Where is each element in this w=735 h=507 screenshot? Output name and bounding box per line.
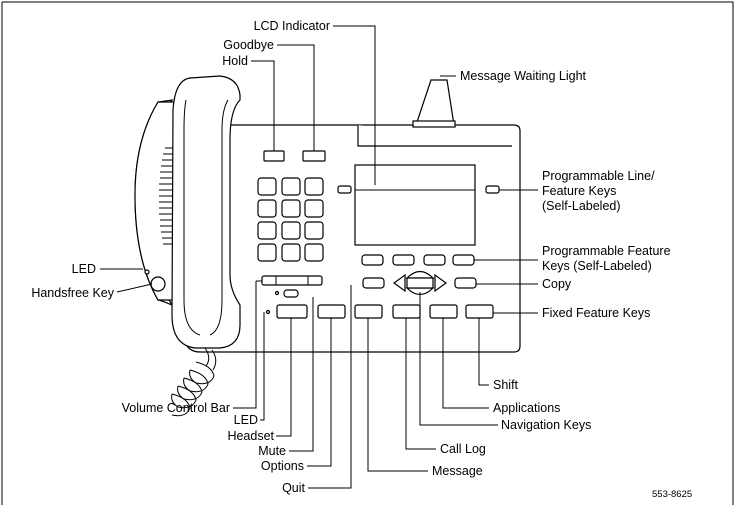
label-programmable-feature-2: Keys (Self-Labeled): [542, 259, 652, 273]
nav-center: [406, 277, 434, 289]
programmable-line-key-right[interactable]: [485, 185, 500, 194]
label-headset: Headset: [227, 429, 274, 443]
figure-id: 553-8625: [652, 489, 692, 500]
label-programmable-line-2: Feature Keys: [542, 184, 616, 198]
hold-key[interactable]: [263, 150, 285, 162]
dialpad-key[interactable]: [281, 199, 301, 218]
label-lcd-indicator: LCD Indicator: [254, 19, 330, 33]
label-goodbye: Goodbye: [223, 38, 274, 52]
dialpad-key[interactable]: [257, 243, 277, 262]
mute-key[interactable]: [276, 304, 308, 319]
dialpad-key[interactable]: [304, 243, 324, 262]
dialpad-key[interactable]: [257, 221, 277, 240]
dialpad-key[interactable]: [281, 177, 301, 196]
message-key[interactable]: [354, 304, 383, 319]
label-message: Message: [432, 464, 483, 478]
label-copy: Copy: [542, 277, 572, 291]
lcd-display: [354, 164, 476, 246]
label-options: Options: [261, 459, 304, 473]
handsfree-key[interactable]: [150, 276, 166, 292]
navigation-keys[interactable]: [392, 270, 448, 296]
label-navigation-keys: Navigation Keys: [501, 418, 591, 432]
dialpad-key[interactable]: [304, 199, 324, 218]
nav-right-key[interactable]: [434, 273, 448, 293]
label-fixed-feature-keys: Fixed Feature Keys: [542, 306, 650, 320]
handset: [171, 75, 241, 349]
options-key[interactable]: [317, 304, 346, 319]
handset-cord: [171, 347, 217, 417]
programmable-line-key-left[interactable]: [337, 185, 352, 194]
label-shift: Shift: [493, 378, 519, 392]
label-volume-control-bar: Volume Control Bar: [122, 401, 230, 415]
dialpad-key[interactable]: [257, 177, 277, 196]
dialpad-key[interactable]: [257, 199, 277, 218]
dialpad-key[interactable]: [281, 221, 301, 240]
led-indicator-mute: [265, 309, 271, 315]
quit-nav-row-key[interactable]: [362, 277, 385, 289]
callout-labels: LCD Indicator Goodbye Hold Message Waiti…: [31, 19, 692, 500]
label-programmable-feature-1: Programmable Feature: [542, 244, 671, 258]
message-waiting-light-lens: [412, 120, 456, 128]
label-applications: Applications: [493, 401, 560, 415]
nav-left-key[interactable]: [392, 273, 406, 293]
dialpad-key[interactable]: [304, 177, 324, 196]
programmable-feature-key[interactable]: [392, 254, 415, 266]
leader-lines: [100, 25, 538, 489]
label-call-log: Call Log: [440, 442, 486, 456]
volume-control-bar[interactable]: [261, 275, 323, 286]
label-message-waiting-light: Message Waiting Light: [460, 69, 587, 83]
label-mute: Mute: [258, 444, 286, 458]
led-indicator-side: [144, 269, 150, 275]
applications-key[interactable]: [429, 304, 458, 319]
led-indicator-headset: [274, 290, 280, 296]
copy-key[interactable]: [454, 277, 477, 289]
dialpad-key[interactable]: [281, 243, 301, 262]
label-programmable-line-1: Programmable Line/: [542, 169, 655, 183]
call-log-key[interactable]: [392, 304, 421, 319]
label-led-lower: LED: [234, 413, 258, 427]
shift-key[interactable]: [465, 304, 494, 319]
label-handsfree-key: Handsfree Key: [31, 286, 114, 300]
programmable-feature-key[interactable]: [452, 254, 475, 266]
dialpad-key[interactable]: [304, 221, 324, 240]
label-programmable-line-3: (Self-Labeled): [542, 199, 621, 213]
goodbye-key[interactable]: [302, 150, 326, 162]
message-waiting-light: [415, 79, 455, 126]
programmable-feature-key[interactable]: [361, 254, 384, 266]
dialpad: [257, 177, 324, 262]
label-led-side: LED: [72, 262, 96, 276]
label-hold: Hold: [222, 54, 248, 68]
headset-key[interactable]: [283, 289, 299, 298]
programmable-feature-key[interactable]: [423, 254, 446, 266]
label-quit: Quit: [282, 481, 305, 495]
